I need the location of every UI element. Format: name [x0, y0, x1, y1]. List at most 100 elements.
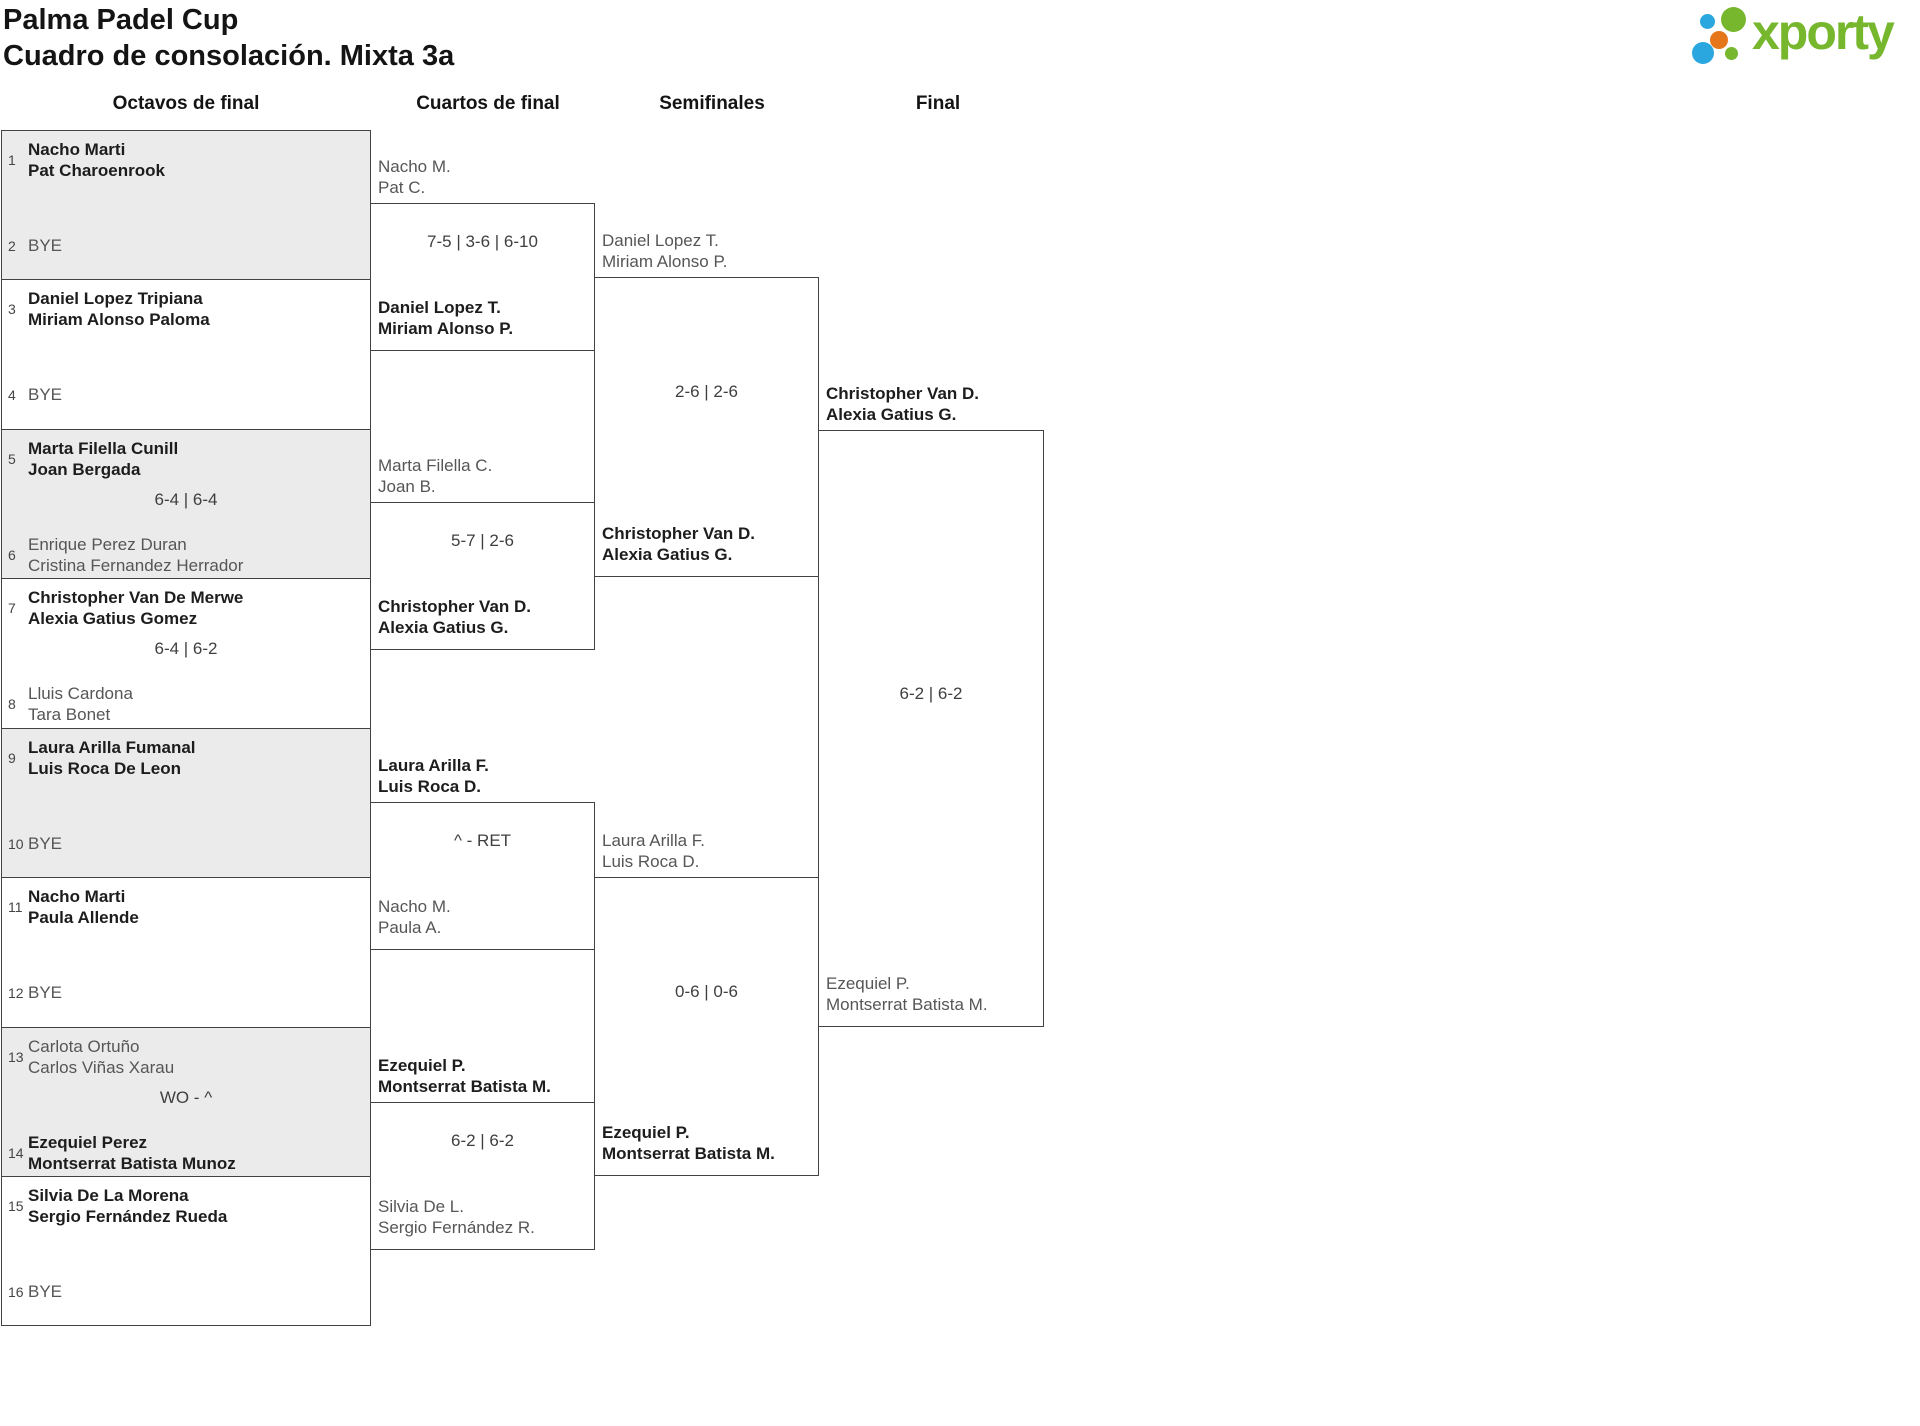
player-name: Daniel Lopez Tripiana — [28, 289, 203, 308]
player-name: BYE — [28, 385, 63, 404]
player-name: Nacho M. — [378, 157, 451, 176]
participant-pair: Christopher Van D. Alexia Gatius G. — [826, 383, 979, 425]
seed-number: 10 — [8, 835, 24, 852]
player-name: Montserrat Batista M. — [826, 995, 988, 1014]
participant-pair: Laura Arilla F. Luis Roca D. — [602, 830, 705, 872]
player-name: Christopher Van D. — [826, 384, 980, 403]
player-name: Miriam Alonso P. — [602, 252, 728, 271]
seed-number: 8 — [8, 696, 16, 712]
match-score: 0-6 | 0-6 — [674, 982, 738, 1001]
seed-number: 4 — [8, 386, 16, 403]
participant-pair: Ezequiel P.Montserrat Batista M. — [826, 973, 988, 1015]
participant-pair: Laura Arilla F. Luis Roca D. — [378, 755, 489, 797]
match-sf-1: Daniel Lopez T.Miriam Alonso P. 2-6 | 2-… — [594, 231, 819, 577]
tournament-title: Palma Padel Cup — [3, 4, 239, 36]
player-name: Ezequiel P. — [602, 1123, 690, 1142]
match-sf-2: Laura Arilla F. Luis Roca D. 0-6 | 0-6 Ez… — [594, 831, 819, 1176]
player-name: Laura Arilla F. — [602, 831, 705, 850]
seed-number: 2 — [8, 237, 16, 254]
logo-dot-blue-large — [1692, 42, 1714, 64]
seed-number: 7 — [8, 600, 16, 616]
match-score: 7-5 | 3-6 | 6-10 — [427, 232, 538, 251]
player-name: Marta Filella Cunill — [28, 439, 179, 458]
seed-number: 12 — [8, 984, 24, 1001]
participant-pair: Daniel Lopez T. Miriam Alonso P. — [602, 230, 727, 272]
player-name: Luis Roca D. — [602, 852, 700, 871]
page-header: Palma Padel Cup Cuadro de consolación. M… — [3, 2, 454, 74]
seed-number: 13 — [8, 1049, 24, 1065]
seed-number: 15 — [8, 1198, 24, 1214]
player-name: Luis Roca De Leon — [28, 759, 182, 778]
player-name: Alexia Gatius G. — [602, 545, 733, 564]
player-name: Pat C. — [378, 178, 426, 197]
round-header-octavos: Octavos de final — [112, 93, 260, 114]
player-name: Luis Roca D. — [378, 777, 481, 796]
xporty-logo[interactable]: xporty — [1690, 0, 1916, 76]
seed-number: 5 — [8, 451, 16, 467]
match-score: 6-4 | 6-2 — [154, 639, 218, 658]
participant-pair: Ezequiel P.Montserrat Batista M. — [378, 1055, 551, 1097]
player-name: BYE — [28, 983, 63, 1002]
player-name: Christopher Van D. — [378, 597, 532, 616]
player-name: Montserrat Batista M. — [602, 1144, 775, 1163]
participant-pair: Nacho M. Pat C. — [378, 156, 451, 198]
player-name: Joan Bergada — [28, 460, 141, 479]
player-name: Lluis Cardona — [28, 684, 133, 703]
player-name: Pat Charoenrook — [28, 161, 165, 180]
match-score: 6-2 | 6-2 — [450, 1131, 514, 1150]
player-name: Alexia Gatius G. — [826, 405, 957, 424]
player-name: Carlos Viñas Xarau — [28, 1058, 175, 1077]
player-name: Carlota Ortuño — [28, 1037, 140, 1056]
participant-pair: Christopher Van D. Alexia Gatius G. — [378, 596, 531, 638]
match-score: 6-2 | 6-2 — [899, 684, 963, 703]
player-name: Nacho Marti — [28, 140, 126, 159]
player-name: Silvia De L. — [378, 1197, 464, 1216]
player-name: Paula A. — [378, 918, 442, 937]
player-name: Daniel Lopez T. — [602, 231, 719, 250]
seed-number: 11 — [8, 899, 23, 915]
logo-dot-green-large — [1721, 7, 1746, 32]
participant-pair: Daniel Lopez T. Miriam Alonso P. — [378, 297, 513, 339]
player-name: Laura Arilla F. — [378, 756, 489, 775]
player-name: Paula Allende — [28, 908, 139, 927]
player-name: Alexia Gatius G. — [378, 618, 509, 637]
player-name: Silvia De La Morena — [28, 1186, 189, 1205]
seed-number: 1 — [8, 152, 16, 168]
bracket-subtitle: Cuadro de consolación. Mixta 3a — [3, 40, 455, 72]
player-name: Sergio Fernández R. — [378, 1218, 535, 1237]
player-name: BYE — [28, 1282, 63, 1301]
player-name: Miriam Alonso Paloma — [28, 310, 210, 329]
player-name: BYE — [28, 236, 63, 255]
participant-entry: 2 BYE — [8, 235, 62, 256]
participant-pair: Marta Filella C.Joan B. — [378, 455, 492, 497]
seed-number: 6 — [8, 547, 16, 563]
match-final: Christopher Van D. Alexia Gatius G. 6-2 |… — [818, 384, 1044, 1027]
player-name: Alexia Gatius Gomez — [28, 609, 198, 628]
player-name: BYE — [28, 834, 63, 853]
player-name: Daniel Lopez T. — [378, 298, 501, 317]
match-score: 5-7 | 2-6 — [450, 531, 514, 550]
participant-pair: Silvia De L. Sergio Fernández R. — [378, 1196, 535, 1238]
player-name: Miriam Alonso P. — [378, 319, 514, 338]
player-name: Sergio Fernández Rueda — [28, 1207, 228, 1226]
round-header-semifinales: Semifinales — [659, 93, 765, 114]
match-score: 6-4 | 6-4 — [154, 490, 218, 509]
player-name: Cristina Fernandez Herrador — [28, 556, 244, 575]
player-name: Nacho Marti — [28, 887, 126, 906]
participant-entry: 12 BYE — [8, 982, 62, 1003]
player-name: Christopher Van D. — [602, 524, 756, 543]
player-name: Laura Arilla Fumanal — [28, 738, 196, 757]
logo-dot-blue-small — [1700, 14, 1715, 29]
